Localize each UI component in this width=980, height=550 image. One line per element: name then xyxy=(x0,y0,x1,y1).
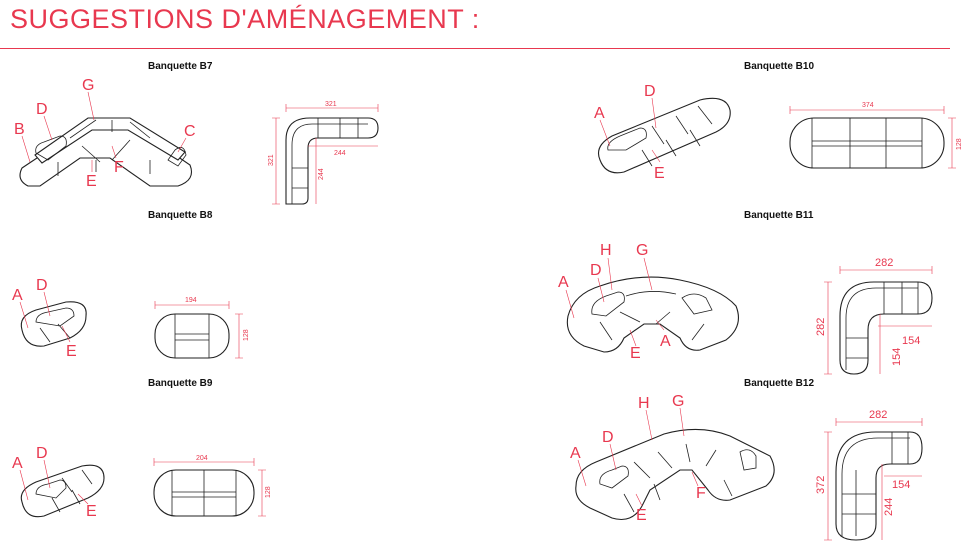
config-title-b11: Banquette B11 xyxy=(744,210,814,221)
b7-label-b: B xyxy=(14,121,25,138)
b9-label-e: E xyxy=(86,503,97,520)
b11-plan xyxy=(839,281,933,375)
b8-perspective-sofa xyxy=(20,301,87,347)
b7-label-f: F xyxy=(114,159,124,176)
b12-perspective-sofa xyxy=(575,428,775,521)
b12-label-e: E xyxy=(636,507,647,524)
b10-perspective-sofa xyxy=(597,97,731,174)
b12-label-a: A xyxy=(570,445,581,462)
b12-label-h: H xyxy=(638,395,650,412)
b7-perspective-sofa xyxy=(19,117,193,187)
b11-label-a-right: A xyxy=(660,333,671,350)
b12-dim-inner-height: 244 xyxy=(883,498,895,516)
config-title-b9: Banquette B9 xyxy=(148,378,213,389)
b7-plan xyxy=(285,117,379,205)
b11-label-h: H xyxy=(600,242,612,259)
b11-dim-inner-height: 154 xyxy=(891,348,903,366)
b11-label-e: E xyxy=(630,345,641,362)
b10-label-d: D xyxy=(644,83,656,100)
b7-label-e: E xyxy=(86,173,97,190)
b10-dim-height: 128 xyxy=(956,138,963,150)
b10-plan xyxy=(789,117,945,169)
b12-label-d: D xyxy=(602,429,614,446)
b8-label-d: D xyxy=(36,277,48,294)
title-divider xyxy=(0,48,950,49)
b7-label-c: C xyxy=(184,123,196,140)
b12-label-f: F xyxy=(696,485,706,502)
b7-dim-width: 321 xyxy=(325,101,337,108)
b9-label-a: A xyxy=(12,455,23,472)
b9-label-d: D xyxy=(36,445,48,462)
b11-label-g: G xyxy=(636,242,648,259)
b12-label-g: G xyxy=(672,393,684,410)
b11-dim-height: 282 xyxy=(815,318,827,336)
b7-dim-inner-height: 244 xyxy=(318,168,325,180)
b10-label-a: A xyxy=(594,105,605,122)
b8-dim-width: 194 xyxy=(185,297,197,304)
b12-dim-height: 372 xyxy=(815,476,827,494)
b7-label-g: G xyxy=(82,77,94,94)
b7-label-d: D xyxy=(36,101,48,118)
config-title-b8: Banquette B8 xyxy=(148,210,213,221)
b8-label-a: A xyxy=(12,287,23,304)
b9-dim-height: 128 xyxy=(265,486,272,498)
b11-dim-width: 282 xyxy=(875,257,893,269)
b10-dim-width: 374 xyxy=(862,102,874,109)
page-title: SUGGESTIONS D'AMÉNAGEMENT : xyxy=(10,4,480,34)
b9-dim-width: 204 xyxy=(196,455,208,462)
b11-dim-inner-width: 154 xyxy=(902,335,920,347)
b11-label-a-left: A xyxy=(558,274,569,291)
b11-label-d: D xyxy=(590,262,602,279)
b9-perspective-sofa xyxy=(20,464,105,518)
b12-plan xyxy=(835,431,923,541)
config-title-b12: Banquette B12 xyxy=(744,378,815,389)
b8-dim-height: 128 xyxy=(243,329,250,341)
b12-dim-inner-width: 154 xyxy=(892,479,910,491)
b10-label-e: E xyxy=(654,165,665,182)
b8-plan xyxy=(154,313,230,359)
b12-dim-width: 282 xyxy=(869,409,887,421)
b9-plan xyxy=(153,469,255,517)
b8-label-e: E xyxy=(66,343,77,360)
b11-perspective-sofa xyxy=(566,276,739,353)
config-title-b7: Banquette B7 xyxy=(148,61,213,72)
b7-dim-height: 321 xyxy=(268,154,275,166)
b7-dim-inner-width: 244 xyxy=(334,150,346,157)
config-title-b10: Banquette B10 xyxy=(744,61,815,72)
